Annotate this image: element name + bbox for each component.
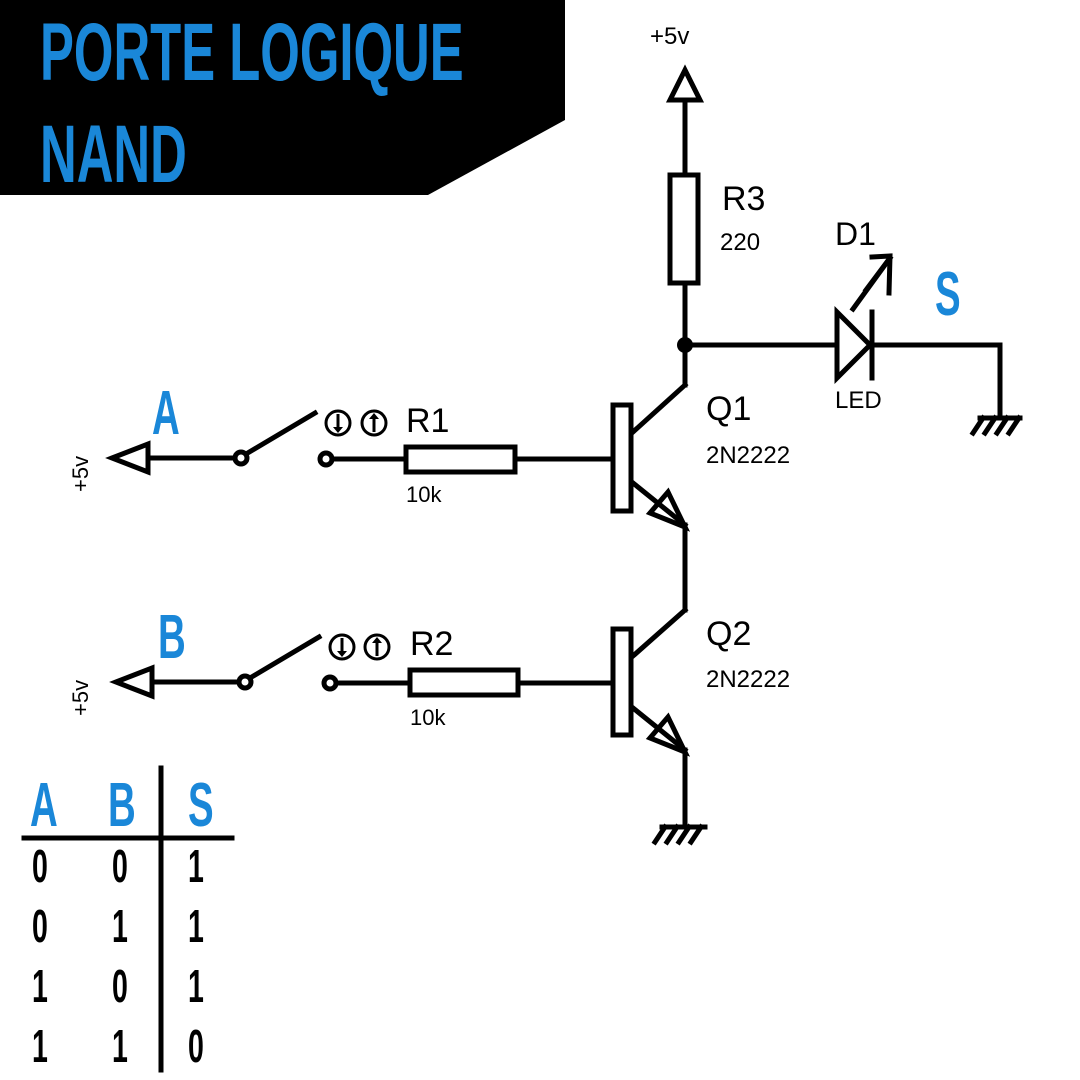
supply-a-label: +5v — [68, 456, 93, 492]
r3-name: R3 — [722, 180, 765, 218]
table-cell: 1 — [188, 901, 204, 953]
push-down-icon — [324, 409, 352, 437]
table-header-a: A — [30, 770, 58, 840]
supply-arrow-icon — [109, 664, 155, 700]
r3-value: 220 — [720, 229, 760, 256]
title-banner — [0, 0, 565, 195]
ground-icon — [969, 414, 1023, 437]
r1-value: 10k — [406, 482, 442, 507]
q2-name: Q2 — [706, 615, 751, 653]
table-cell: 0 — [32, 841, 48, 893]
q1-name: Q1 — [706, 390, 751, 428]
table-cell: 1 — [112, 1021, 128, 1073]
transistor-q2 — [610, 606, 691, 757]
r2-name: R2 — [410, 625, 453, 663]
supply-top-label: +5v — [650, 23, 689, 50]
resistor-r3 — [667, 172, 701, 286]
transistor-q1 — [610, 381, 691, 532]
table-cell: 1 — [188, 961, 204, 1013]
title-line1: PORTE LOGIQUE — [40, 7, 464, 98]
r1-name: R1 — [406, 402, 449, 440]
push-up-icon — [360, 409, 388, 437]
push-up-icon — [363, 633, 391, 661]
table-cell: 0 — [112, 841, 128, 893]
supply-b-label: +5v — [68, 680, 93, 716]
table-cell: 1 — [112, 901, 128, 953]
input-a-label: A — [152, 378, 180, 448]
ground-icon — [651, 823, 708, 846]
truth-table: A B S 0 0 1 0 1 1 1 0 1 1 1 0 — [21, 765, 235, 1073]
d1-name: D1 — [835, 216, 876, 252]
table-cell: 1 — [32, 961, 48, 1013]
q1-value: 2N2222 — [706, 442, 790, 469]
r2-value: 10k — [410, 705, 446, 730]
supply-arrow-icon — [105, 440, 151, 476]
switch-b[interactable] — [236, 633, 339, 692]
d1-value: LED — [835, 387, 882, 414]
resistor-r1 — [403, 444, 518, 475]
push-down-icon — [328, 633, 356, 661]
table-header-s: S — [188, 770, 214, 840]
supply-arrow-icon — [665, 64, 705, 103]
table-cell: 0 — [32, 901, 48, 953]
table-cell: 1 — [32, 1021, 48, 1073]
switch-a[interactable] — [232, 409, 335, 468]
table-header-b: B — [108, 770, 136, 840]
wire — [869, 342, 1003, 421]
output-label: S — [935, 259, 961, 329]
resistor-r2 — [407, 667, 521, 698]
input-b-label: B — [158, 602, 186, 672]
title-line2: NAND — [40, 109, 187, 200]
led-d1 — [834, 253, 894, 385]
q2-value: 2N2222 — [706, 666, 790, 693]
table-cell: 0 — [188, 1021, 204, 1073]
table-cell: 0 — [112, 961, 128, 1013]
table-cell: 1 — [188, 841, 204, 893]
